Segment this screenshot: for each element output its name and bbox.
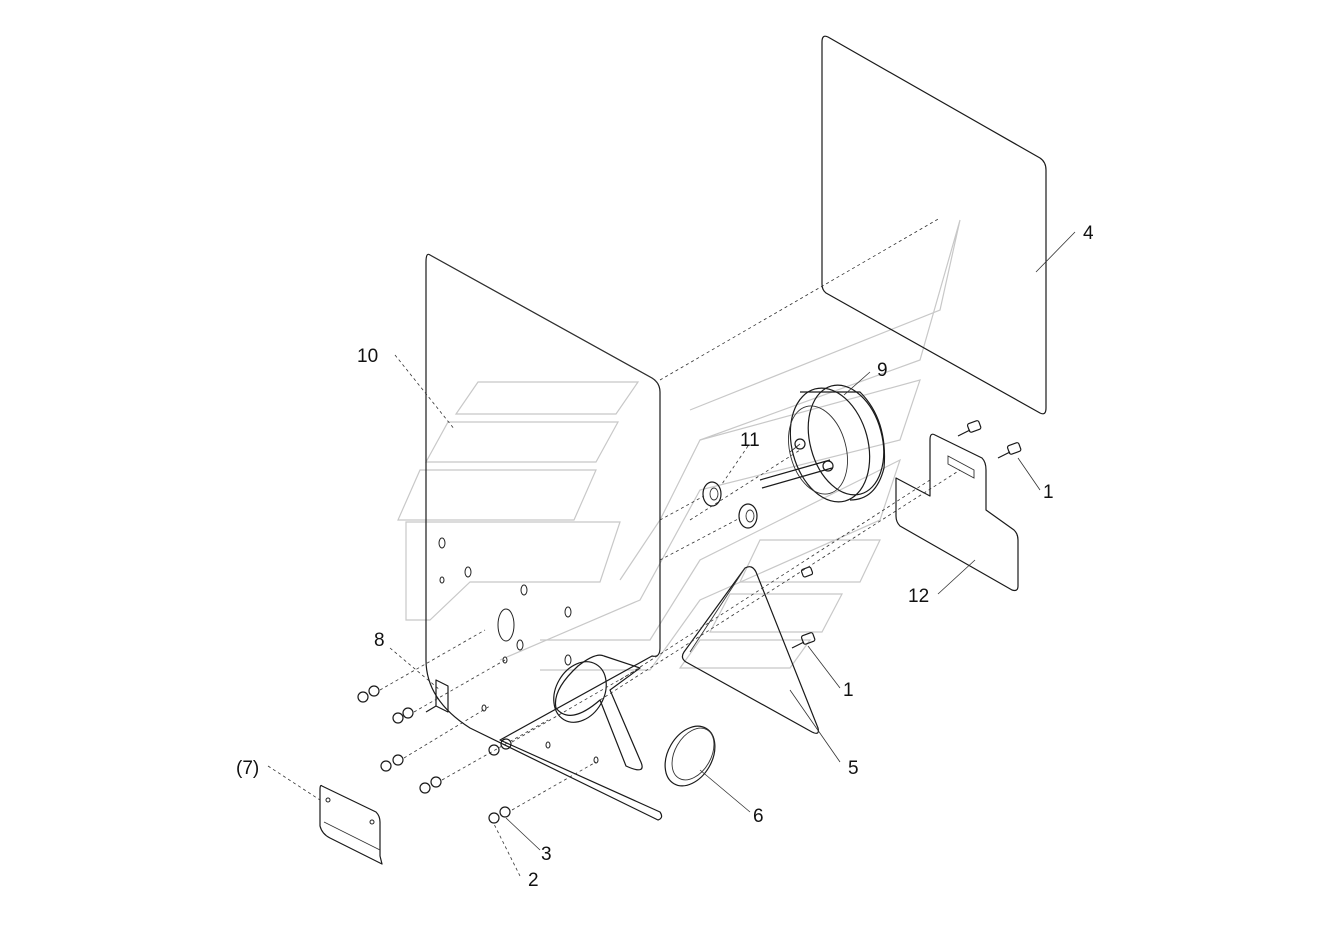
callout-1-upper: 1 bbox=[1043, 482, 1054, 503]
callout-1-lower: 1 bbox=[843, 680, 854, 701]
part-5-bracket bbox=[681, 566, 819, 734]
part-12-bracket bbox=[895, 433, 1019, 592]
part-10-panel bbox=[425, 253, 663, 821]
part-11-spacers bbox=[702, 481, 758, 529]
callout-10: 10 bbox=[357, 346, 378, 367]
part-2-3-nuts-washers bbox=[357, 685, 512, 824]
callout-8: 8 bbox=[374, 630, 385, 651]
callout-11: 11 bbox=[740, 430, 760, 451]
callout-9: 9 bbox=[877, 360, 888, 381]
label-leaders bbox=[267, 231, 1076, 877]
assembly-lines bbox=[379, 217, 961, 811]
watermark-logo bbox=[397, 219, 961, 671]
part-7-plate bbox=[319, 784, 383, 865]
part-8-clip bbox=[425, 679, 449, 713]
part-6-reflectors bbox=[553, 654, 716, 787]
callout-7: (7) bbox=[236, 758, 259, 779]
callout-6: 6 bbox=[753, 806, 764, 827]
part-4-panel bbox=[821, 35, 1047, 415]
callout-5: 5 bbox=[848, 758, 859, 779]
callout-labels: 10 4 9 11 1 12 8 1 5 (7) 6 3 2 bbox=[236, 223, 1094, 891]
callout-4: 4 bbox=[1083, 223, 1094, 244]
part-1-bolts bbox=[791, 420, 1022, 649]
callout-12: 12 bbox=[908, 586, 929, 607]
part-9-gauge bbox=[759, 384, 886, 503]
callout-3: 3 bbox=[541, 844, 552, 865]
callout-2: 2 bbox=[528, 870, 539, 891]
